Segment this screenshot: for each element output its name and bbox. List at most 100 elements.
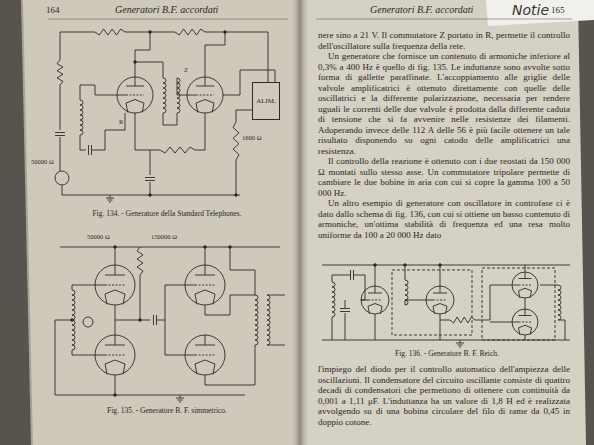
note-paper	[486, 0, 594, 26]
wire	[135, 113, 160, 150]
tube-filament	[195, 360, 215, 364]
rheostat-symbol	[83, 317, 93, 327]
tube-filament	[446, 306, 447, 313]
wire	[195, 113, 205, 150]
wire	[115, 320, 150, 335]
tube-filament	[105, 360, 125, 364]
junction-dot	[139, 319, 142, 322]
wire	[163, 113, 177, 125]
tube-grid	[433, 300, 447, 301]
ground-symbol	[179, 402, 181, 403]
wire	[322, 340, 570, 341]
tube-anode	[205, 335, 206, 345]
wire	[205, 32, 268, 82]
tube-grid	[117, 95, 126, 96]
capacitor-symbol	[145, 177, 155, 178]
tube-anode	[375, 286, 376, 293]
tube-grid	[368, 300, 382, 301]
shield-box	[392, 270, 472, 335]
wire	[115, 375, 116, 395]
body-text: l'impiego del diodo per il controllo aut…	[318, 364, 570, 427]
tube-anode	[115, 265, 116, 275]
wire	[525, 335, 526, 340]
page-header: Notie	[512, 2, 549, 18]
junction-dot	[404, 264, 407, 267]
wire	[490, 322, 512, 323]
tube-filament	[126, 103, 128, 112]
tube-anode	[525, 309, 526, 316]
text-column: nere sino a 21 V. Il commutatore Z porta…	[318, 30, 570, 240]
tube-filament	[105, 364, 107, 374]
wire	[540, 285, 558, 286]
tube-symbol	[187, 77, 223, 113]
coil-symbol	[163, 78, 166, 113]
wire	[558, 320, 565, 340]
page-edge	[22, 0, 32, 445]
tube-filament	[196, 103, 198, 112]
tube-filament	[105, 294, 107, 304]
wire	[375, 314, 376, 340]
wire	[60, 85, 61, 100]
tube-filament	[126, 100, 144, 104]
wire	[177, 78, 187, 95]
wire	[80, 135, 86, 150]
page-header: Generatori B.F. accordati	[370, 4, 473, 15]
tube-symbol	[361, 286, 389, 314]
tube-symbol	[95, 265, 135, 305]
tube-filament	[196, 100, 214, 104]
junction-dot	[439, 264, 442, 267]
capacitor-symbol	[88, 145, 89, 155]
tube-filament	[381, 306, 382, 313]
figure-caption: Fig. 135. - Generatore B. F. simmetrico.	[52, 406, 282, 415]
tube-grid	[361, 300, 368, 301]
junction-dot	[224, 31, 227, 34]
wire	[72, 285, 95, 290]
page-header: Generatori B.F. accordati	[115, 4, 218, 15]
tube-grid	[185, 355, 195, 356]
tube-filament	[519, 325, 532, 328]
page-header: 165	[551, 5, 565, 15]
tube-grid	[512, 285, 519, 286]
wire	[332, 317, 333, 340]
capacitor-symbol	[353, 270, 354, 280]
tube-grid	[95, 285, 105, 286]
ground-symbol	[178, 400, 183, 401]
tube-filament	[368, 306, 369, 313]
wire	[95, 95, 117, 96]
tube-grid	[105, 285, 125, 286]
resistor-symbol	[137, 247, 143, 275]
wire	[55, 320, 72, 395]
gutter-shadow	[290, 0, 310, 445]
tube-filament	[433, 304, 447, 307]
tube-filament	[212, 103, 214, 112]
wire	[236, 110, 252, 111]
wire	[345, 300, 346, 308]
tube-filament	[519, 288, 532, 291]
tube-filament	[519, 328, 520, 335]
component-value: 1600 Ω	[241, 134, 262, 141]
ground-symbol	[108, 200, 113, 201]
junction-dot	[235, 194, 238, 197]
capacitor-symbol	[91, 145, 92, 155]
resistor-symbol	[450, 317, 475, 323]
wire	[345, 313, 346, 340]
wire	[475, 285, 512, 320]
wire	[440, 314, 441, 340]
tube-filament	[195, 294, 197, 304]
junction-dot	[114, 394, 117, 397]
tube-anode	[135, 77, 136, 86]
tube-anode	[525, 272, 526, 279]
body-text: Il controllo della reazione è ottenuto c…	[318, 156, 570, 198]
capacitor-symbol	[55, 132, 65, 133]
wire	[205, 345, 255, 385]
capacitor-symbol	[340, 311, 350, 312]
wire	[157, 285, 185, 320]
figure-caption: Fig. 136. - Generatore B. F. Reich.	[322, 349, 572, 358]
tube-symbol	[426, 286, 454, 314]
tube-grid	[196, 95, 214, 96]
junction-dot	[374, 264, 377, 267]
wire	[60, 137, 61, 171]
tube-filament	[530, 328, 531, 335]
body-text: Un altro esempio di generatore con oscil…	[318, 198, 570, 240]
coil-symbol	[558, 285, 561, 320]
